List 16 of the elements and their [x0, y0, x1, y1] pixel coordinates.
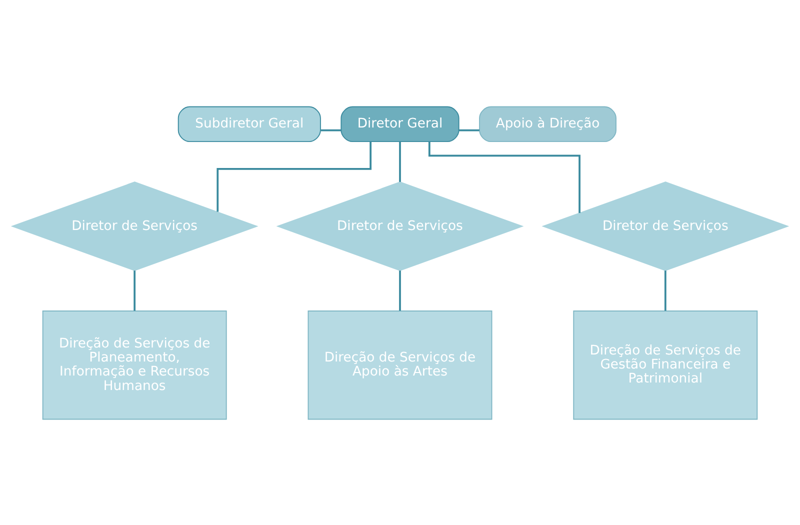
node-box: Direção de Serviços de Planeamento, Informação e Recursos Humanos	[42, 310, 227, 420]
node-box: Direção de Serviços de Gestão Financeira e Patrimonial	[573, 310, 758, 420]
node-box: Apoio à Direção	[479, 106, 616, 142]
node-diamond: Diretor de Serviços	[10, 181, 258, 271]
connector	[134, 270, 136, 310]
connector	[664, 270, 666, 310]
connector	[399, 270, 401, 310]
connector	[399, 141, 401, 182]
connector	[458, 128, 480, 131]
connector	[216, 141, 372, 212]
node-box: Subdiretor Geral	[178, 106, 321, 142]
node-diamond: Diretor de Serviços	[542, 181, 790, 271]
connector	[320, 128, 342, 131]
node-box: Diretor Geral	[340, 106, 460, 142]
node-box: Direção de Serviços de Apoio às Artes	[308, 310, 492, 420]
node-diamond: Diretor de Serviços	[276, 181, 524, 271]
